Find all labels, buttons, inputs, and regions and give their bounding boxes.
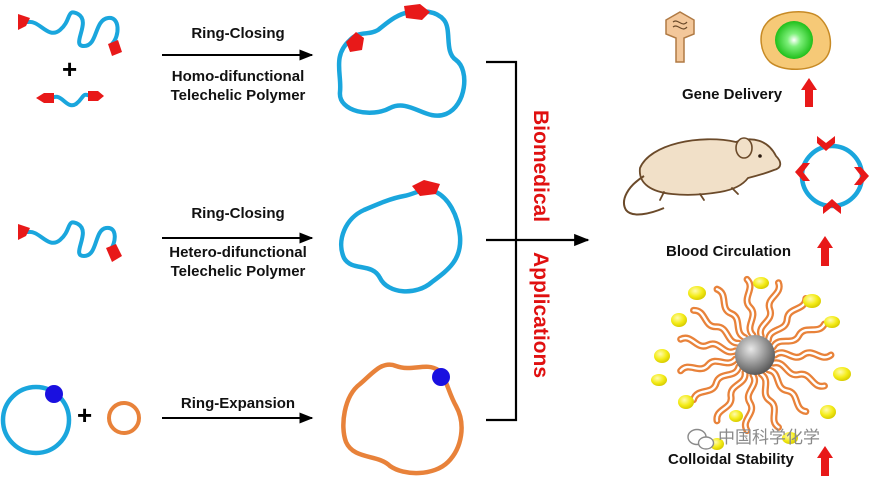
plus-sign: + [62, 54, 77, 84]
wechat-icon [687, 428, 715, 450]
nanocarrier-icon [760, 11, 832, 70]
linear-polymer-icon [18, 220, 122, 262]
gene-delivery-panel: Gene Delivery [665, 11, 832, 107]
row-ring-expansion: + Ring-Expansion [0, 362, 464, 476]
colloidal-stability-label: Colloidal Stability [668, 451, 795, 468]
rat-icon [623, 137, 782, 216]
cyclic-polymer-icon [341, 362, 464, 476]
merge-bracket [486, 60, 590, 422]
blood-circulation-panel: Blood Circulation [623, 136, 869, 266]
cyclic-polymer-icon [336, 4, 467, 118]
cyclic-polymer-icon [107, 401, 141, 435]
row-homo-difunctional: + Ring-Closing Homo-difunctional Teleche… [18, 4, 467, 118]
row2-method-label: Ring-Closing [191, 205, 284, 222]
up-arrow-icon [817, 446, 833, 476]
cyclic-polymer-icon [338, 180, 463, 294]
watermark-text: 中国科学化学 [718, 428, 820, 448]
row1-polymer-line2: Telechelic Polymer [171, 87, 306, 104]
center-title-line1: Biomedical [529, 110, 552, 222]
up-arrow-icon [817, 236, 833, 266]
row1-polymer-line1: Homo-difunctional [172, 68, 304, 85]
linear-polymer-icon [36, 91, 104, 108]
cyclic-polymer-icon [0, 384, 72, 456]
colloidal-stability-panel: Colloidal Stability [651, 277, 851, 476]
row3-method-label: Ring-Expansion [181, 395, 295, 412]
micelle-icon [680, 279, 831, 431]
gene-delivery-label: Gene Delivery [682, 86, 783, 103]
row-hetero-difunctional: Ring-Closing Hetero-difunctional Teleche… [18, 180, 463, 294]
row2-polymer-line1: Hetero-difunctional [169, 244, 307, 261]
solvent-particles [651, 277, 851, 450]
watermark: 中国科学化学 [687, 428, 820, 450]
center-title-line2: Applications [529, 252, 552, 378]
row2-polymer-line2: Telechelic Polymer [171, 263, 306, 280]
cyclic-polymer-icon [795, 136, 869, 214]
row1-method-label: Ring-Closing [191, 25, 284, 42]
plus-sign: + [77, 400, 92, 430]
up-arrow-icon [801, 78, 817, 107]
blood-circulation-label: Blood Circulation [666, 243, 791, 260]
linear-polymer-icon [18, 10, 122, 56]
dna-hairpin-icon [665, 11, 695, 63]
